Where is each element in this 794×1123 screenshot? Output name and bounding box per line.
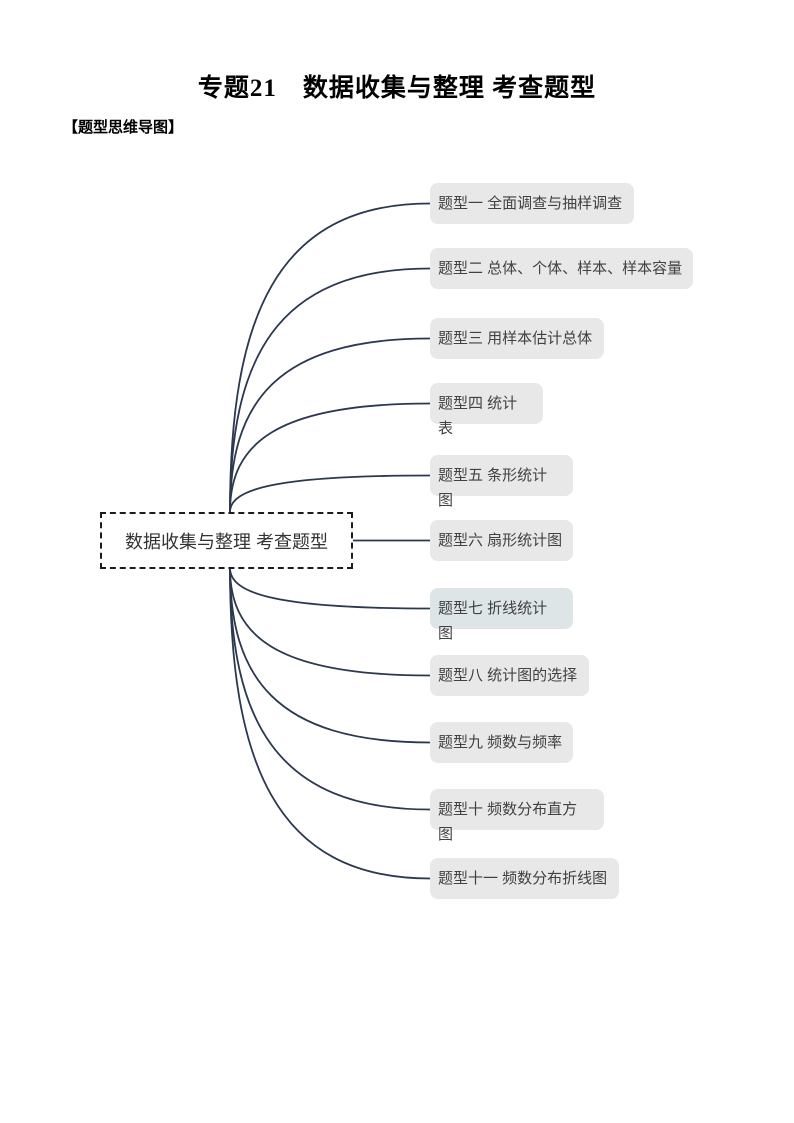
mindmap-node-5: 题型五 条形统计 图 bbox=[430, 455, 573, 509]
connector-line-10 bbox=[229, 567, 431, 811]
connector-line-5 bbox=[229, 474, 431, 513]
mindmap-node-label-3: 题型三 用样本估计总体 bbox=[438, 330, 593, 347]
connector-line-7 bbox=[229, 567, 431, 610]
mindmap-node-2: 题型二 总体、个体、样本、样本容量 bbox=[430, 248, 693, 289]
mindmap-node-label-11: 题型十一 频数分布折线图 bbox=[438, 870, 608, 887]
connector-line-2 bbox=[229, 267, 431, 513]
mindmap-node-label-1: 题型一 全面调查与抽样调查 bbox=[438, 195, 623, 212]
connector-line-3 bbox=[229, 337, 431, 513]
mindmap-node-8: 题型八 统计图的选择 bbox=[430, 655, 589, 696]
mindmap-node-10: 题型十 频数分布直方 图 bbox=[430, 789, 604, 843]
mindmap-node-label-10: 题型十 频数分布直方 图 bbox=[438, 801, 578, 843]
mindmap-node-label-6: 题型六 扇形统计图 bbox=[438, 532, 563, 549]
mindmap-node-4: 题型四 统计 表 bbox=[430, 383, 543, 437]
mindmap-root-node: 数据收集与整理 考查题型 bbox=[100, 512, 353, 569]
mindmap-node-label-4: 题型四 统计 表 bbox=[438, 395, 518, 437]
mindmap-node-label-8: 题型八 统计图的选择 bbox=[438, 667, 578, 684]
mindmap-node-6: 题型六 扇形统计图 bbox=[430, 520, 573, 561]
connector-line-8 bbox=[229, 567, 431, 677]
mindmap-node-1: 题型一 全面调查与抽样调查 bbox=[430, 183, 634, 224]
mindmap-node-label-7: 题型七 折线统计 图 bbox=[438, 600, 548, 642]
mindmap-node-3: 题型三 用样本估计总体 bbox=[430, 318, 604, 359]
mindmap-node-9: 题型九 频数与频率 bbox=[430, 722, 573, 763]
connector-line-1 bbox=[229, 202, 431, 513]
mindmap-node-7: 题型七 折线统计 图 bbox=[430, 588, 573, 642]
doc-title: 专题21 数据收集与整理 考查题型 bbox=[197, 75, 597, 102]
connector-line-4 bbox=[229, 402, 431, 513]
mindmap-node-label-9: 题型九 频数与频率 bbox=[438, 734, 563, 751]
connector-line-9 bbox=[229, 567, 431, 744]
mindmap-node-11: 题型十一 频数分布折线图 bbox=[430, 858, 619, 899]
section-header: 【题型思维导图】 bbox=[63, 119, 184, 136]
mindmap-root-label: 数据收集与整理 考查题型 bbox=[125, 531, 328, 552]
mindmap-node-label-5: 题型五 条形统计 图 bbox=[438, 467, 548, 509]
mindmap-node-label-2: 题型二 总体、个体、样本、样本容量 bbox=[438, 260, 683, 277]
connector-line-11 bbox=[229, 567, 431, 880]
